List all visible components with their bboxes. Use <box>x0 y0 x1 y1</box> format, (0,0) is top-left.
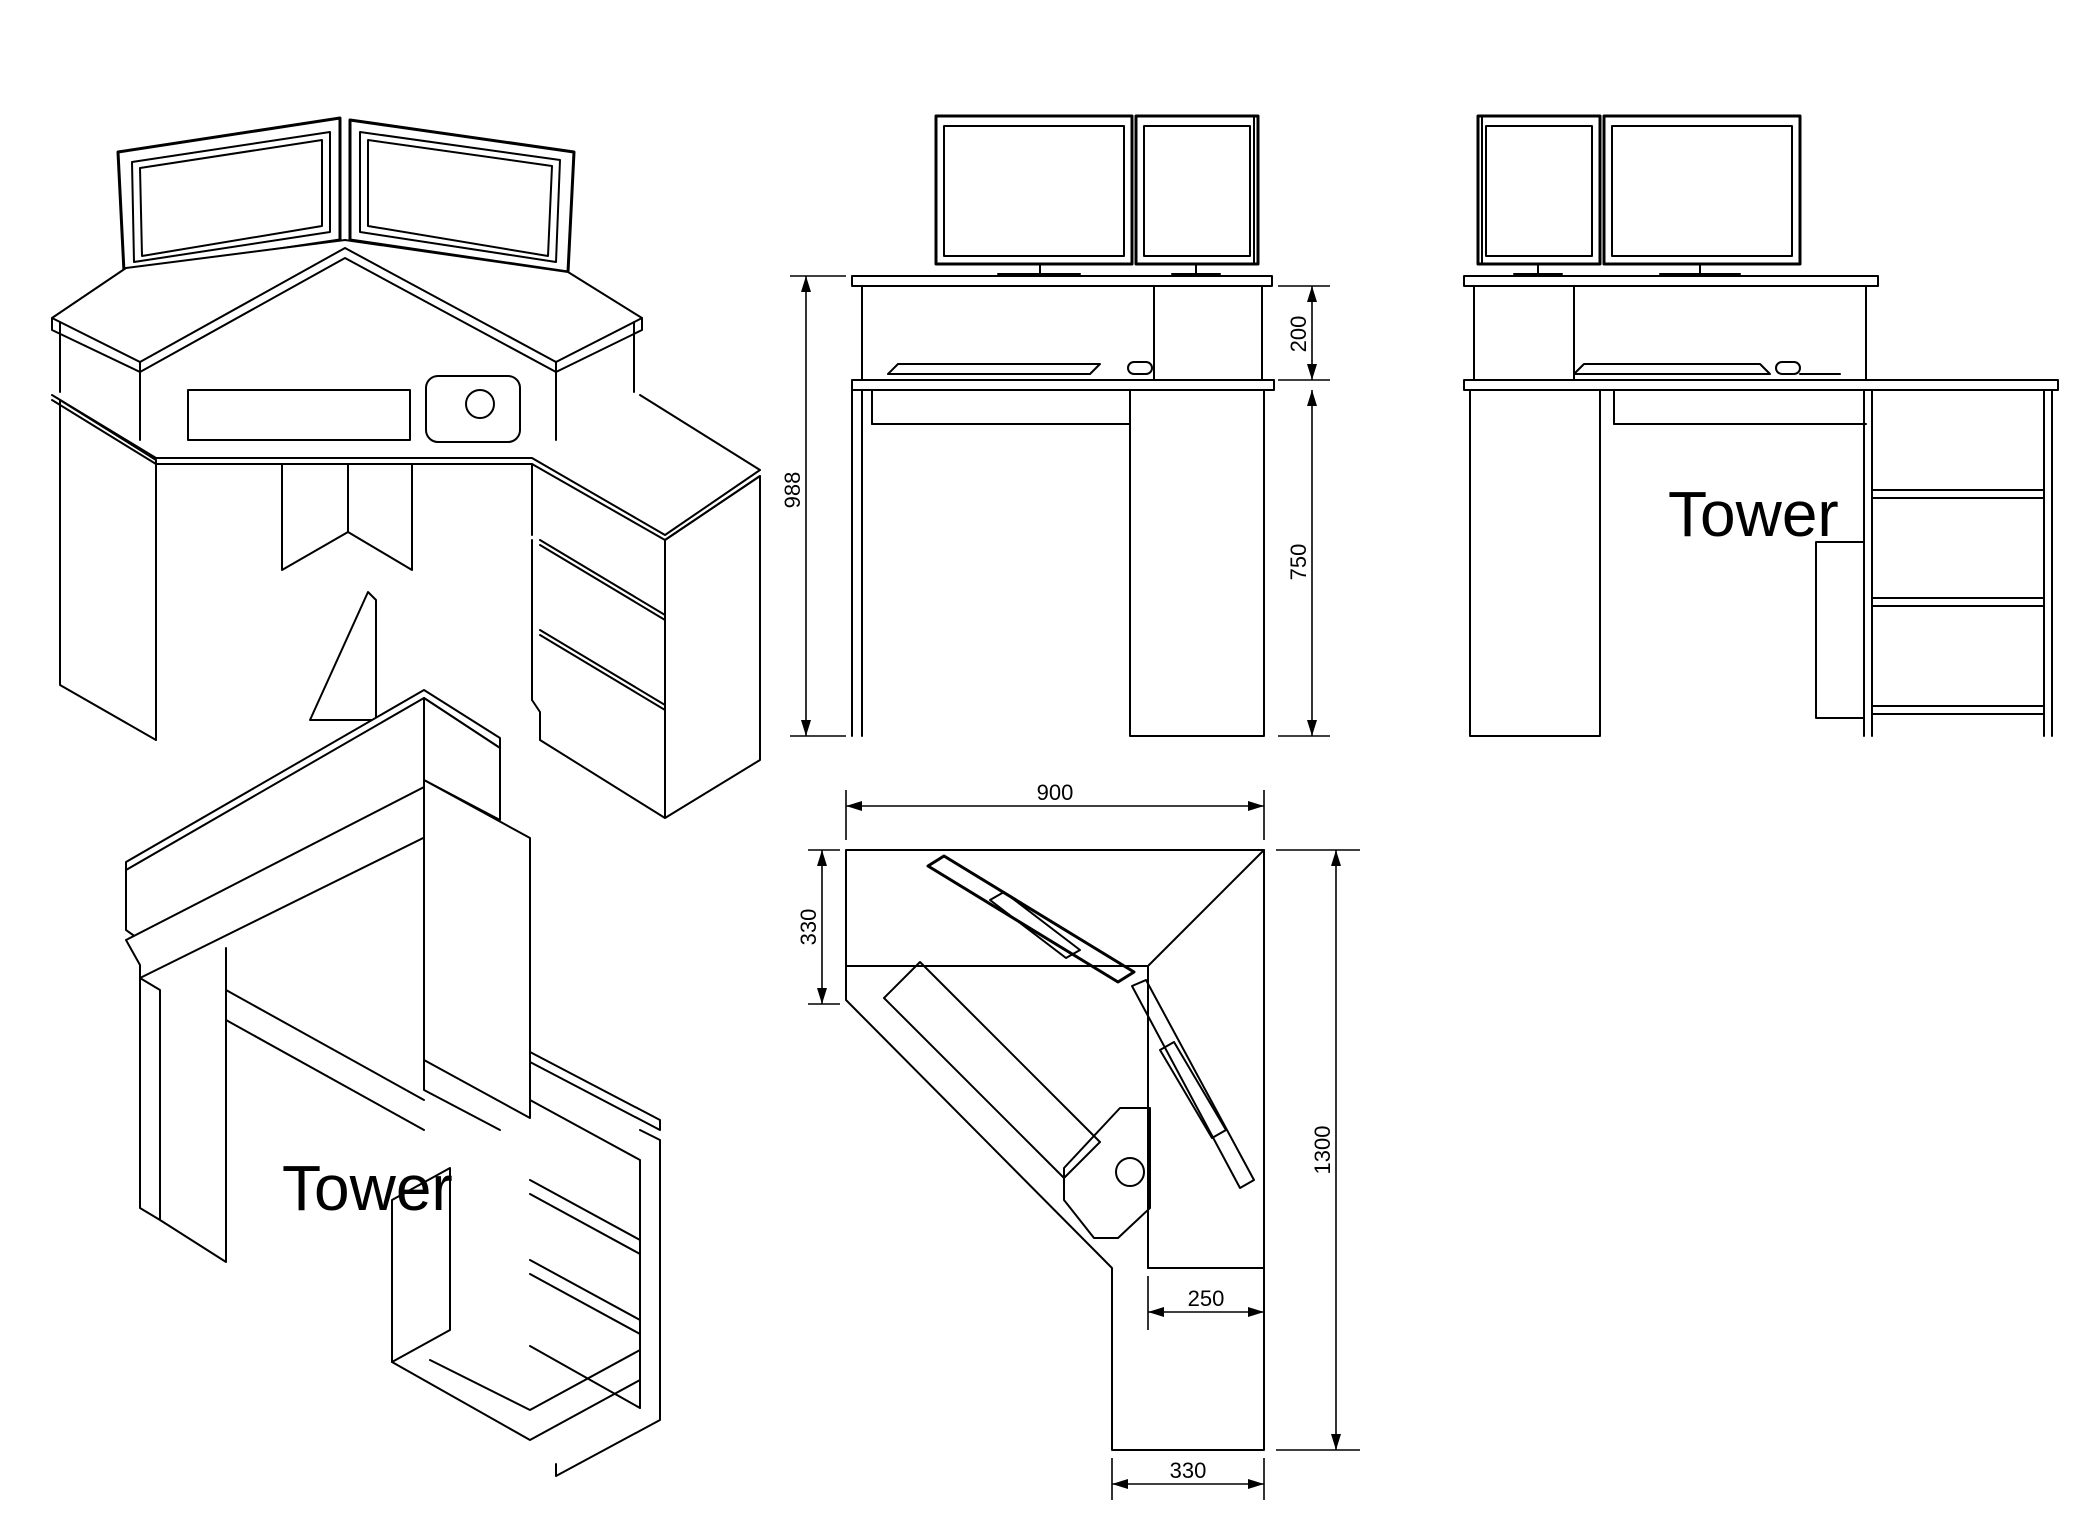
isometric-view-back: Tower <box>125 591 661 1477</box>
front-desk-top <box>851 379 1275 391</box>
front-dimensions: 988 200 750 <box>780 275 1330 737</box>
front-pedestal <box>1129 389 1265 737</box>
plan-mouse-pad <box>1063 1107 1151 1239</box>
front-monitor-right <box>1134 114 1260 266</box>
dim-top-shelf-height: 200 <box>1286 316 1311 353</box>
front-top-shelf <box>851 275 1273 287</box>
dim-desk-height: 750 <box>1286 544 1311 581</box>
keyboard <box>187 389 411 441</box>
isometric-view-front <box>51 116 761 819</box>
plan-outline <box>845 849 1265 1451</box>
dim-side-depth-top: 330 <box>796 909 821 946</box>
dim-inner-width: 250 <box>1188 1286 1225 1311</box>
modesty-panel <box>281 463 413 571</box>
plan-monitor-right <box>1131 979 1255 1189</box>
dim-bottom-width: 330 <box>1170 1458 1207 1483</box>
dim-width: 900 <box>1037 780 1074 805</box>
side-elevation: Tower <box>1463 114 2059 737</box>
mouse-pad <box>425 375 521 443</box>
tower-box <box>1815 541 1865 719</box>
left-pedestal <box>59 399 157 741</box>
plan-monitor-left <box>926 854 1136 984</box>
side-monitor-left <box>1476 114 1602 266</box>
top-shelf <box>51 239 643 441</box>
mouse <box>465 389 495 419</box>
dim-total-height: 988 <box>780 472 805 509</box>
side-monitor-right <box>1602 114 1802 266</box>
dim-total-depth: 1300 <box>1310 1126 1335 1175</box>
right-bookcase <box>531 475 761 819</box>
plan-dimensions: 900 330 1300 250 330 <box>796 780 1360 1500</box>
tower-label-side: Tower <box>1668 478 1839 550</box>
tower-label-iso: Tower <box>282 1152 453 1224</box>
front-monitor-left <box>934 114 1134 266</box>
plan-view <box>845 849 1265 1451</box>
front-elevation <box>851 114 1275 737</box>
plan-keyboard <box>883 961 1101 1179</box>
monitor-back <box>309 591 377 721</box>
